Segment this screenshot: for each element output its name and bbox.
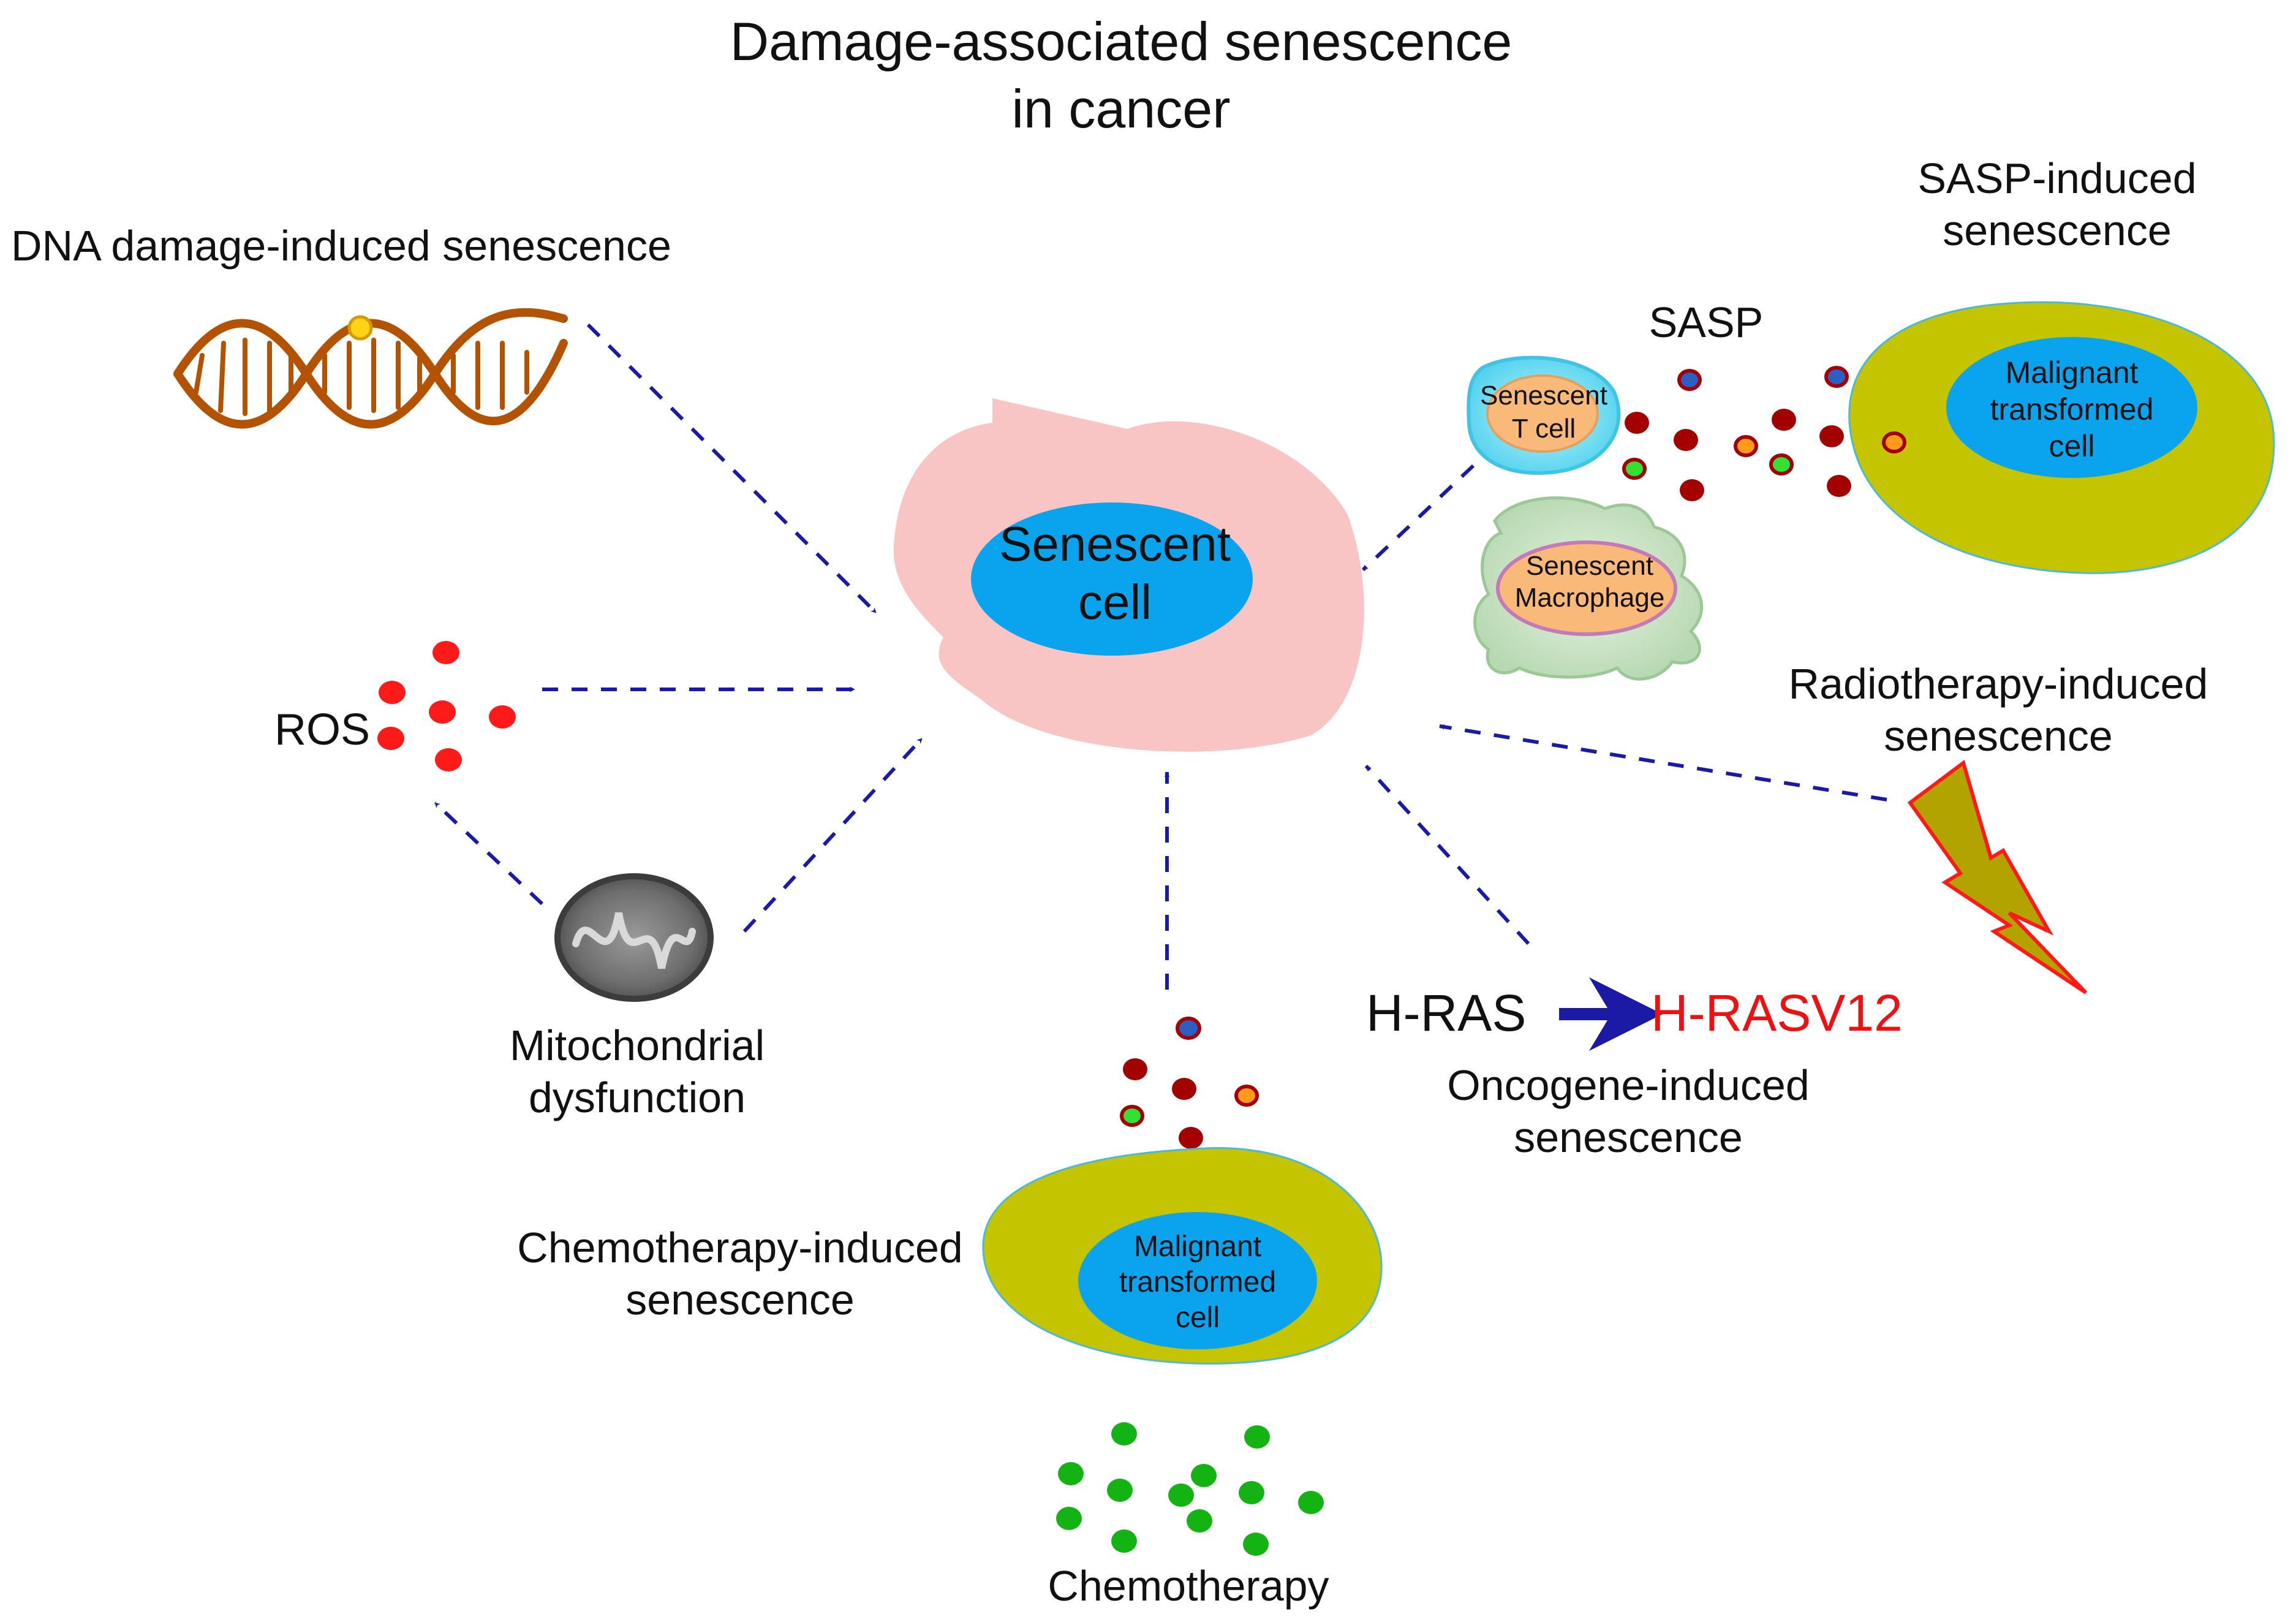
sasp-induced-label-2: senescence — [1943, 207, 2172, 254]
arrows — [433, 323, 1887, 990]
chemo-dot — [1111, 1529, 1137, 1553]
h-ras-label: H-RAS — [1366, 984, 1526, 1042]
chemo-dot — [1107, 1479, 1133, 1502]
senescent-cell: Senescent cell — [893, 398, 1364, 752]
t-cell-nucleus — [1486, 374, 1599, 453]
chemo-malignant-nucleus — [1078, 1212, 1317, 1349]
arrow-mito-to-ros — [433, 801, 544, 906]
radio-label-1: Radiotherapy-induced — [1789, 660, 2208, 708]
senescent-nucleus — [971, 502, 1253, 656]
sasp-dot-blue — [1677, 369, 1702, 391]
sasp-dot-blue — [1824, 366, 1849, 388]
chemo-label-1: Chemotherapy-induced — [517, 1224, 963, 1271]
oncogene-label-1: Oncogene-induced — [1447, 1061, 1810, 1109]
ros-dot — [377, 727, 404, 750]
macrophage-label-2: Macrophage — [1515, 583, 1665, 613]
title-line-1: Damage-associated senescence — [730, 11, 1512, 72]
sasp-cell-label-2: transformed — [1990, 392, 2154, 426]
dna-damage-label: DNA damage-induced senescence — [11, 222, 671, 270]
sasp-dot — [1819, 425, 1844, 447]
sasp-dot-blue — [1176, 1017, 1201, 1040]
lightning-icon — [1907, 760, 2088, 995]
senescent-macrophage: Senescent Macrophage — [1473, 496, 1704, 681]
dna-helix-icon — [173, 308, 568, 429]
arrow-mito-to-cell — [742, 737, 924, 933]
sasp-induced-label-1: SASP-induced — [1917, 154, 2196, 202]
t-cell-label-1: Senescent — [1480, 381, 1607, 411]
sasp-dot — [1179, 1127, 1203, 1149]
chemo-dot — [1168, 1484, 1194, 1507]
sasp-cell-label-3: cell — [2049, 429, 2094, 463]
ros-dot — [435, 748, 462, 771]
chemo-drug-dots — [1056, 1422, 1324, 1556]
radio-label-2: senescence — [1884, 712, 2113, 760]
sasp-malignant-nucleus — [1946, 337, 2197, 478]
chemo-sasp-dots — [1120, 1017, 1259, 1149]
sasp-cell-label-1: Malignant — [2006, 355, 2139, 390]
sasp-malignant-cell: Malignant transformed cell — [1848, 301, 2275, 574]
sasp-dot — [1674, 429, 1698, 451]
ros-dots — [377, 641, 516, 771]
chemo-dot — [1187, 1509, 1212, 1533]
h-rasv12-label: H-RASV12 — [1651, 984, 1903, 1042]
sasp-dot-green — [1120, 1105, 1144, 1127]
sasp-factor-label: SASP — [1649, 298, 1764, 346]
ros-label: ROS — [274, 705, 370, 754]
sasp-dot-orange — [1234, 1085, 1259, 1107]
chemo-dot — [1243, 1533, 1269, 1556]
sasp-dot-green — [1622, 458, 1647, 480]
arrow-oncogene-to-cell — [1364, 764, 1530, 946]
sasp-dot — [1172, 1078, 1196, 1100]
ros-dot — [432, 641, 459, 664]
chemo-label-2: senescence — [625, 1276, 855, 1324]
chemo-dot — [1239, 1481, 1264, 1504]
sasp-dot-orange — [1734, 435, 1758, 457]
arrow-dna-to-cell — [586, 323, 878, 615]
arrow-radio-to-cell — [1439, 724, 1887, 802]
chemo-cell-label-1: Malignant — [1134, 1230, 1261, 1263]
arrow-sasp-to-cell — [1361, 464, 1475, 572]
chemo-malignant-cell: Malignant transformed cell — [982, 1147, 1383, 1365]
chemo-dot — [1111, 1422, 1137, 1446]
mito-label-2: dysfunction — [529, 1074, 746, 1121]
dna-damage-spot-icon — [347, 315, 373, 341]
chemo-dot — [1191, 1464, 1217, 1487]
chemo-cell-label-3: cell — [1176, 1302, 1220, 1334]
sasp-dot — [1123, 1058, 1147, 1080]
chemo-drug-label: Chemotherapy — [1048, 1562, 1329, 1610]
oncogene-label-2: senescence — [1514, 1113, 1743, 1161]
sasp-dot — [1625, 412, 1649, 434]
senescent-cell-label-1: Senescent — [999, 517, 1231, 571]
mito-label-1: Mitochondrial — [510, 1021, 765, 1069]
sasp-dot — [1827, 475, 1851, 497]
ros-dot — [489, 705, 516, 729]
chemo-cell-label-2: transformed — [1119, 1266, 1276, 1298]
chemo-dot — [1058, 1462, 1084, 1485]
title-line-2: in cancer — [1011, 78, 1230, 139]
sasp-dot-orange — [1882, 431, 1906, 453]
chemo-dot — [1056, 1507, 1082, 1530]
sasp-dot — [1680, 479, 1704, 501]
senescent-cell-label-2: cell — [1078, 575, 1152, 629]
t-cell-label-2: T cell — [1512, 414, 1576, 444]
sasp-factor-dots — [1622, 366, 1906, 501]
ros-dot — [379, 681, 406, 704]
sasp-dot — [1772, 409, 1796, 431]
macrophage-nucleus — [1496, 540, 1677, 636]
ros-dot — [429, 700, 456, 724]
chemo-dot — [1244, 1425, 1270, 1449]
senescent-t-cell: Senescent T cell — [1467, 355, 1621, 475]
sasp-dot-green — [1769, 453, 1794, 476]
macrophage-label-1: Senescent — [1526, 551, 1653, 581]
mitochondrion-icon — [554, 873, 714, 1002]
chemo-dot — [1298, 1491, 1324, 1514]
